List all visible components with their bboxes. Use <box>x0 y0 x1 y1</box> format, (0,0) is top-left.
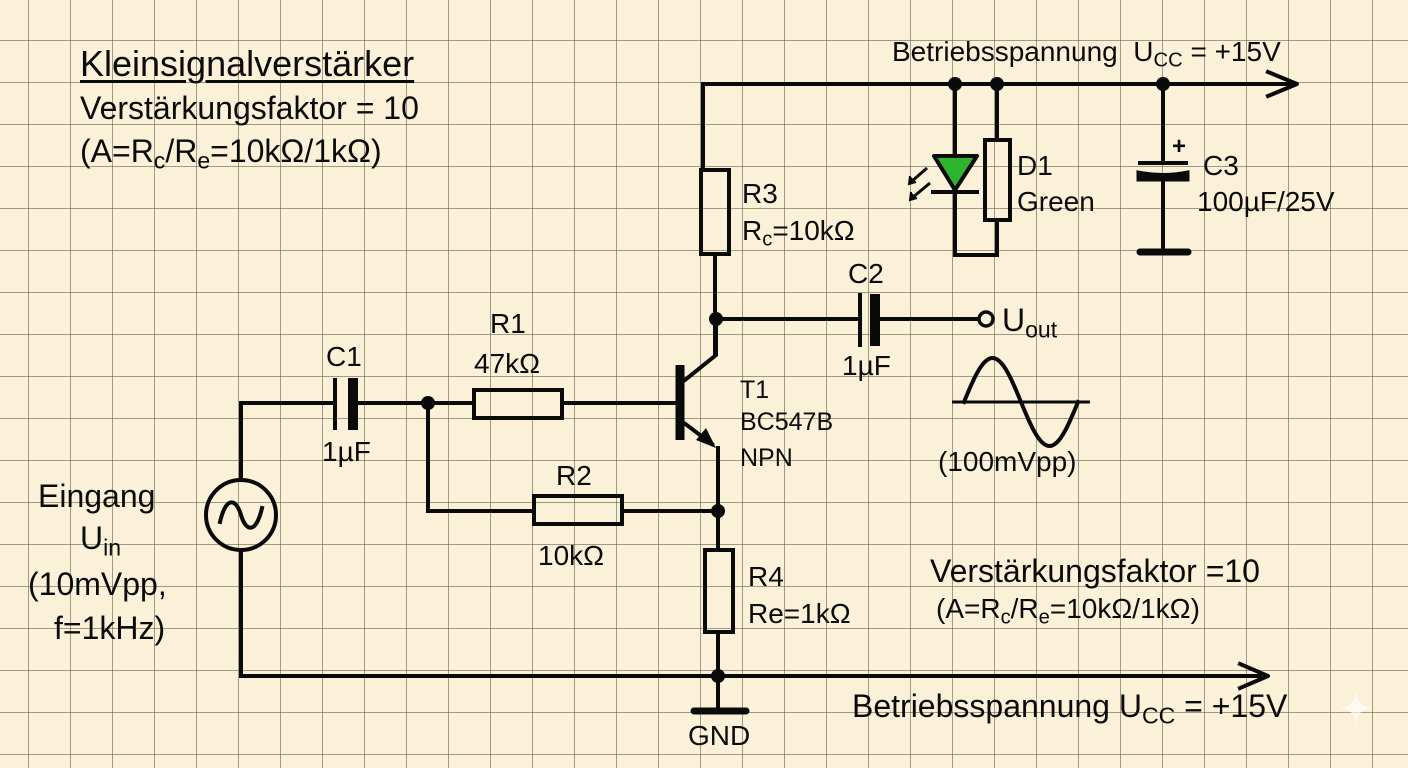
r3-value-sub: c <box>762 228 773 251</box>
led-d1 <box>907 82 1012 257</box>
resistor-r2-body <box>532 494 624 526</box>
supply-symbol: U <box>1133 36 1154 67</box>
supply-symbol: U <box>1118 688 1142 724</box>
ac-source-icon <box>204 478 1270 691</box>
output-terminal-icon[interactable] <box>977 310 995 328</box>
sine-wave-curve <box>961 355 1081 449</box>
input-label: Eingang <box>38 478 156 514</box>
r1-name: R1 <box>490 308 526 339</box>
output-amplitude: (100mVpp) <box>938 446 1077 477</box>
gain-note-formula: (A=Rc/Re=10kΩ/1kΩ) <box>936 593 1200 628</box>
r3-value-text: =10kΩ <box>772 215 855 246</box>
formula-sub: e <box>1038 606 1050 629</box>
c1-plate-right <box>348 378 358 430</box>
input-stage <box>239 378 735 713</box>
page-title: Kleinsignalverstärker <box>80 43 415 84</box>
r2-wire-left <box>426 401 535 513</box>
c2-value: 1µF <box>842 350 891 381</box>
r3-name: R3 <box>742 178 778 209</box>
bottom-arrow-icon <box>1237 661 1270 691</box>
input-symbol-sub: in <box>103 534 122 561</box>
c2-plate-right <box>870 294 880 346</box>
ground-label: GND <box>688 720 751 751</box>
r4-value: Re=1kΩ <box>748 598 851 629</box>
input-amplitude: (10mVpp, <box>28 566 167 602</box>
transistor-t1 <box>675 317 720 512</box>
formula-text: (A=R <box>936 593 1001 624</box>
formula-text: /R <box>165 133 198 169</box>
t1-type: NPN <box>740 444 793 472</box>
supply-symbol-sub: CC <box>1141 702 1176 729</box>
formula-text: /R <box>1010 593 1039 624</box>
supply-label-top: Betriebsspannung UCC = +15V <box>892 36 1281 71</box>
formula-text: =10kΩ/1kΩ) <box>1049 593 1200 624</box>
vcc-arrow-top-icon <box>1265 69 1299 99</box>
gain-heading: Verstärkungsfaktor = 10 <box>80 90 419 126</box>
supply-value: = +15V <box>1190 36 1281 67</box>
gain-formula: (A=Rc/Re=10kΩ/1kΩ) <box>80 133 382 172</box>
c3-name: C3 <box>1203 150 1239 181</box>
input-frequency: f=1kHz) <box>54 610 166 646</box>
light-emission-arrows-icon <box>907 166 931 202</box>
resistor-r3-body <box>699 168 731 256</box>
r3-value: Rc=10kΩ <box>742 215 855 250</box>
r4-name: R4 <box>748 561 784 592</box>
c2-name: C2 <box>848 258 884 289</box>
c1-value: 1µF <box>322 436 371 467</box>
supply-label-text: Betriebsspannung <box>852 688 1110 724</box>
formula-text: (A=R <box>80 133 154 169</box>
emitter-arrow-icon <box>696 428 716 448</box>
ground-wire <box>239 548 1262 678</box>
capacitor-c3 <box>1136 82 1192 256</box>
supply-value: = +15V <box>1184 688 1288 724</box>
gain-note-line1: Verstärkungsfaktor =10 <box>930 553 1260 589</box>
sparkle-watermark-icon <box>1340 690 1372 726</box>
d1-value: Green <box>1017 186 1095 217</box>
supply-label-text: Betriebsspannung <box>892 36 1118 67</box>
ground-symbol-icon <box>690 669 750 715</box>
transistor-collector-lead <box>677 317 718 387</box>
input-symbol: Uin <box>80 520 121 559</box>
led-triangle-icon <box>932 154 979 192</box>
supply-label-bottom: Betriebsspannung UCC = +15V <box>852 688 1288 727</box>
r3-value-text: R <box>742 215 763 246</box>
d1-name: D1 <box>1017 150 1053 181</box>
formula-sub: c <box>1000 606 1011 629</box>
vcc-wire-top <box>701 82 1292 172</box>
input-symbol-text: U <box>80 520 104 556</box>
c1-name: C1 <box>326 341 362 372</box>
output-symbol: U <box>1002 302 1026 338</box>
output-label: Uout <box>1002 302 1057 341</box>
formula-sub: c <box>153 147 166 174</box>
led-wire-bottom <box>953 190 999 257</box>
t1-part: BC547B <box>740 408 834 436</box>
supply-symbol-sub: CC <box>1153 49 1183 72</box>
r2-value: 10kΩ <box>538 540 605 571</box>
c3-polarity: + <box>1172 133 1187 160</box>
output-stage <box>709 293 995 347</box>
output-sine-wave-icon <box>952 355 1090 449</box>
output-symbol-sub: out <box>1025 316 1058 343</box>
formula-text: =10kΩ/1kΩ) <box>210 133 382 169</box>
formula-sub: e <box>197 147 211 174</box>
input-wire-top <box>239 401 337 482</box>
r2-name: R2 <box>556 460 592 491</box>
r1-value: 47kΩ <box>474 348 541 379</box>
c3-plate-negative <box>1136 170 1190 182</box>
led-resistor-body <box>983 138 1012 222</box>
resistor-r1-body <box>472 388 564 420</box>
t1-name: T1 <box>740 376 770 404</box>
c3-value: 100µF/25V <box>1197 186 1335 217</box>
resistor-r4-body <box>703 548 735 634</box>
